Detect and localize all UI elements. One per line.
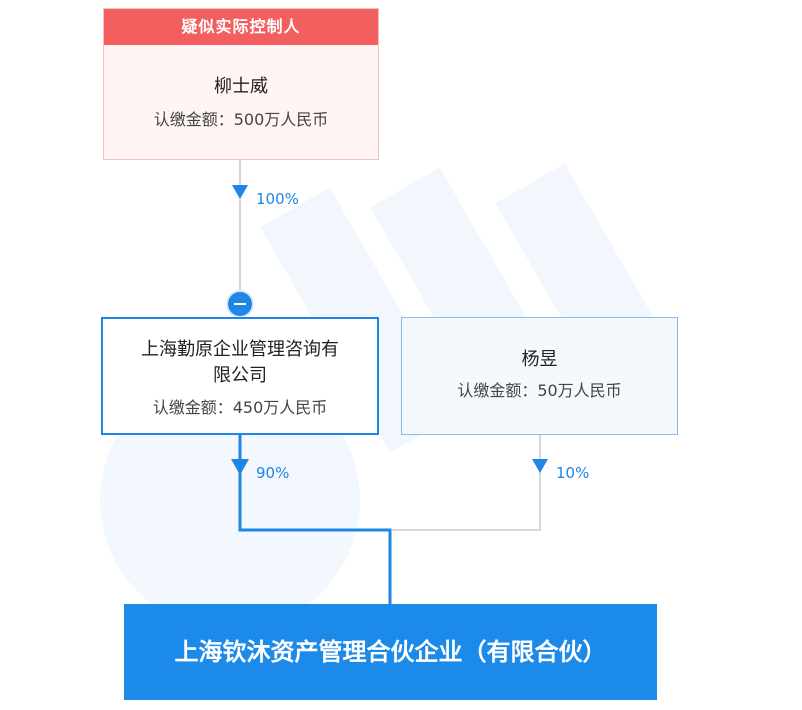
company-investment: 认缴金额：450万人民币: [152, 398, 328, 417]
person-investment: 认缴金额：50万人民币: [457, 381, 622, 400]
arrow-down-icon: [532, 459, 548, 473]
controller-tag: 疑似实际控制人: [104, 9, 378, 45]
target-company-card[interactable]: 上海钦沐资产管理合伙企业（有限合伙）: [124, 604, 657, 700]
edge-percent-controller: 100%: [256, 190, 299, 208]
edge-percent-company: 90%: [256, 464, 290, 482]
company-name-line1[interactable]: 上海勤原企业管理咨询有: [141, 339, 339, 360]
edge-percent-person: 10%: [556, 464, 590, 482]
shareholder-card-company[interactable]: 上海勤原企业管理咨询有 限公司 认缴金额：450万人民币: [101, 317, 379, 435]
company-name-line2[interactable]: 限公司: [213, 365, 267, 386]
controller-investment: 认缴金额：500万人民币: [153, 110, 329, 129]
shareholder-card-person[interactable]: 杨昱 认缴金额：50万人民币: [401, 317, 678, 435]
person-name[interactable]: 杨昱: [521, 349, 558, 370]
controller-card[interactable]: 疑似实际控制人 柳士威 认缴金额：500万人民币: [103, 8, 379, 160]
target-company-name[interactable]: 上海钦沐资产管理合伙企业（有限合伙）: [174, 638, 607, 666]
arrow-down-icon: [232, 185, 248, 199]
controller-name[interactable]: 柳士威: [214, 76, 268, 97]
minus-circle-icon[interactable]: [226, 290, 254, 318]
arrow-down-icon: [231, 459, 249, 475]
